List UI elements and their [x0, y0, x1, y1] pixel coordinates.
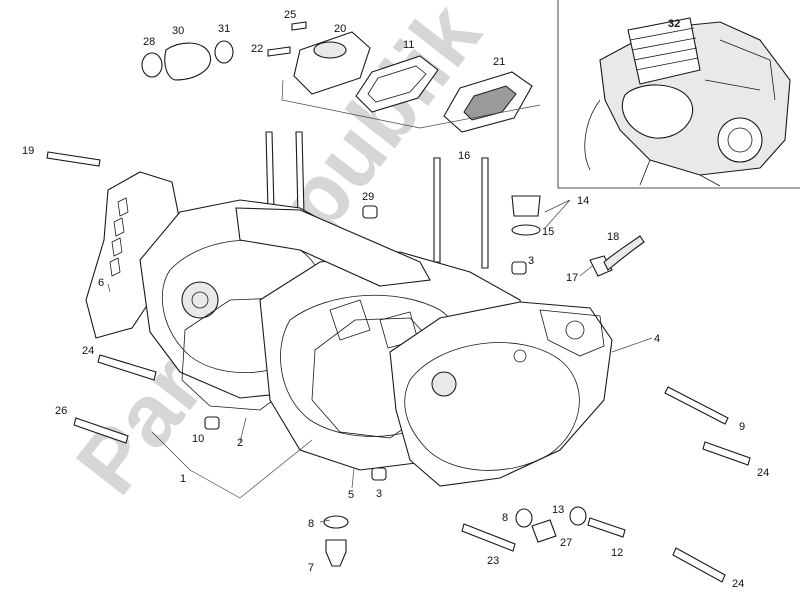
callout-2: 2 [237, 437, 243, 449]
callout-25: 25 [284, 9, 296, 21]
callout-19: 19 [22, 145, 34, 157]
bolt-26 [73, 417, 129, 444]
bolts-and-studs [46, 131, 751, 583]
callout-9: 9 [739, 421, 745, 433]
callout-labels: 1 2 3 3 4 5 6 7 8 8 9 10 11 12 13 14 15 … [22, 9, 769, 590]
callout-8-left: 8 [308, 518, 314, 530]
stud-b [295, 131, 305, 216]
callout-18: 18 [607, 231, 619, 243]
screw-22 [267, 46, 291, 57]
intake-manifold-20 [293, 31, 371, 95]
callout-6: 6 [98, 277, 104, 289]
stud-a [265, 131, 275, 211]
bolt-24-right [702, 441, 751, 466]
callout-3-bottom: 3 [376, 488, 382, 500]
washer-8-right [515, 508, 533, 528]
clutch-cover-4 [389, 301, 613, 487]
callout-4: 4 [654, 333, 660, 345]
bolt-24-bottom [672, 547, 726, 583]
callout-15: 15 [542, 226, 554, 238]
bolt-12 [587, 517, 626, 538]
stud-c [433, 157, 441, 263]
hose-30 [164, 42, 212, 81]
callout-10: 10 [192, 433, 204, 445]
clamp-31 [214, 40, 234, 64]
crankcase-assembly [85, 171, 613, 487]
callout-14: 14 [577, 195, 589, 207]
dowel-10 [204, 416, 220, 430]
plug-27 [531, 519, 557, 543]
dowel-29 [362, 205, 378, 219]
callout-16: 16 [458, 150, 470, 162]
screw-25 [291, 21, 307, 31]
callout-5: 5 [348, 489, 354, 501]
reed-valve-group [267, 21, 541, 133]
dowel-3-bottom [371, 467, 387, 481]
callout-7: 7 [308, 562, 314, 574]
callout-12: 12 [611, 547, 623, 559]
hose-18 [603, 235, 645, 271]
o-ring-15 [511, 224, 541, 236]
callout-11: 11 [403, 39, 414, 51]
small-parts [204, 195, 645, 567]
inset-engine-overview [557, 0, 800, 189]
cylinder-flange [235, 207, 431, 287]
callout-32: 32 [668, 18, 680, 30]
bolt-9 [664, 386, 729, 425]
callout-22: 22 [251, 43, 263, 55]
callout-30: 30 [172, 25, 184, 37]
bolt-24-left [97, 354, 157, 381]
callout-26: 26 [55, 405, 67, 417]
inset-border [557, 0, 800, 189]
callout-13: 13 [552, 504, 564, 516]
dowel-3-top [511, 261, 527, 275]
inset-engine-drawing [584, 17, 791, 187]
callout-24-left: 24 [82, 345, 94, 357]
callout-21: 21 [493, 56, 505, 68]
callout-31: 31 [218, 23, 230, 35]
callout-24-right: 24 [757, 467, 769, 479]
callout-28: 28 [143, 36, 155, 48]
callout-1: 1 [180, 473, 186, 485]
callout-3-top: 3 [528, 255, 534, 267]
intake-hose-group [141, 40, 234, 81]
clamp-28 [141, 52, 163, 78]
gasket-11 [355, 55, 439, 113]
callout-17: 17 [566, 272, 578, 284]
washer-13 [569, 506, 587, 526]
callout-29: 29 [362, 191, 374, 203]
callout-8-right: 8 [502, 512, 508, 524]
callout-23: 23 [487, 555, 499, 567]
leader-lines [107, 199, 653, 523]
callout-27: 27 [560, 537, 572, 549]
washer-8-left [323, 515, 349, 529]
bolt-23 [461, 523, 516, 552]
callout-20: 20 [334, 23, 346, 35]
bolt-19 [46, 151, 101, 167]
drain-plug-7 [325, 539, 347, 567]
filler-plug-14 [511, 195, 541, 217]
callout-24-bottom: 24 [732, 578, 744, 590]
stud-16 [481, 157, 489, 269]
